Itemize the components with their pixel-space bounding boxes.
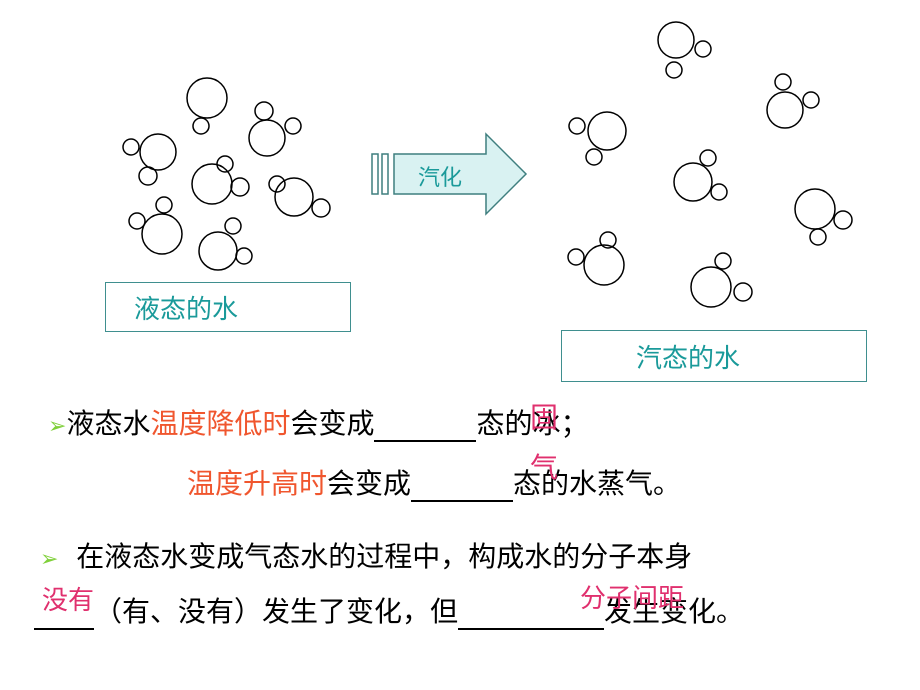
blank-2 bbox=[411, 472, 514, 502]
liquid-molecules bbox=[122, 77, 331, 271]
statement-line-2: 温度升高时会变成态的水蒸气。 bbox=[187, 467, 682, 502]
paragraph-line-2: （有、没有）发生了变化，但发生变化。 bbox=[34, 590, 744, 630]
blank-3 bbox=[34, 600, 94, 630]
gas-molecules bbox=[567, 21, 853, 308]
blank-1 bbox=[374, 412, 477, 442]
answer-none: 没有 bbox=[42, 586, 95, 616]
bullet-icon: ➢ bbox=[40, 547, 59, 572]
gas-water-label: 汽态的水 bbox=[561, 330, 867, 382]
statement-line-1: ➢液态水温度降低时会变成态的冰； bbox=[48, 407, 589, 442]
vaporization-arrow bbox=[371, 132, 528, 216]
paragraph-line-1: ➢ 在液态水变成气态水的过程中，构成水的分子本身 bbox=[40, 540, 693, 573]
arrow-label: 汽化 bbox=[418, 166, 463, 191]
answer-molecule-spacing: 分子间距 bbox=[580, 584, 685, 614]
blank-4 bbox=[458, 600, 605, 630]
bullet-icon: ➢ bbox=[48, 414, 67, 439]
answer-gas: 气 bbox=[530, 451, 559, 484]
liquid-water-label: 液态的水 bbox=[105, 282, 351, 332]
answer-solid: 固 bbox=[530, 401, 559, 434]
